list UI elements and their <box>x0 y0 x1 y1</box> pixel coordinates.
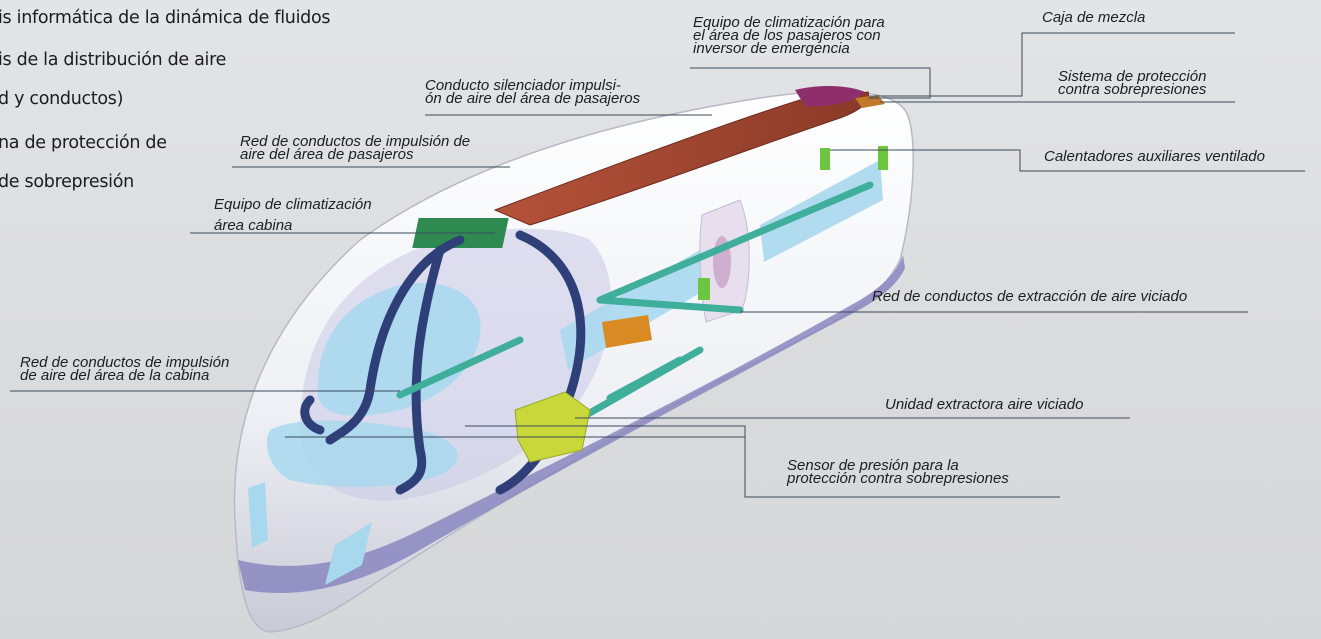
orange-box <box>602 315 652 348</box>
side-window-front <box>560 250 705 370</box>
left-list-item-5: de sobrepresión <box>0 172 134 192</box>
label-red-impulsion-pasajeros: Red de conductos de impulsión de aire de… <box>240 133 471 163</box>
leader-equipo-pasajeros <box>690 67 931 99</box>
headlight-top <box>248 482 268 548</box>
label-unidad-extractora: Unidad extractora aire viciado <box>885 396 1084 413</box>
left-list-item-2: is de la distribución de aire <box>0 50 227 70</box>
label-sistema-proteccion: Sistema de protección contra sobrepresio… <box>1058 68 1207 98</box>
leader-calentadores <box>830 149 1305 172</box>
mixing-box <box>795 86 865 107</box>
leader-lines <box>10 32 1305 498</box>
leader-sensor-presion <box>465 425 1060 498</box>
left-list-item-3: d y conductos) <box>0 89 124 109</box>
leader-caja-mezcla <box>870 32 1235 97</box>
label-calentadores: Calentadores auxiliares ventilado <box>1044 148 1265 165</box>
windscreen <box>317 283 481 416</box>
side-window-rear <box>760 160 883 262</box>
label-red-extraccion: Red de conductos de extracción de aire v… <box>872 288 1188 305</box>
extractor-unit <box>514 391 591 463</box>
label-equipo-pasajeros: Equipo de climatización para el área de … <box>693 14 885 57</box>
left-list-item-1: is informática de la dinámica de fluidos <box>0 8 331 28</box>
label-conducto-silenciador: Conducto silenciador impulsi- ón de aire… <box>425 77 641 107</box>
label-sensor-presion: Sensor de presión para la protección con… <box>787 457 1009 487</box>
label-equipo-cabina: Equipo de climatización área cabina <box>214 196 372 234</box>
heater-2 <box>878 146 888 170</box>
heater-1 <box>820 148 830 170</box>
heater-3 <box>698 278 710 300</box>
cab-ducts <box>300 230 586 495</box>
left-list-item-4: na de protección de <box>0 133 167 153</box>
label-caja-mezcla: Caja de mezcla <box>1042 9 1146 26</box>
label-red-impulsion-cabina: Red de conductos de impulsión de aire de… <box>20 354 230 384</box>
headlight-bottom <box>325 522 372 585</box>
